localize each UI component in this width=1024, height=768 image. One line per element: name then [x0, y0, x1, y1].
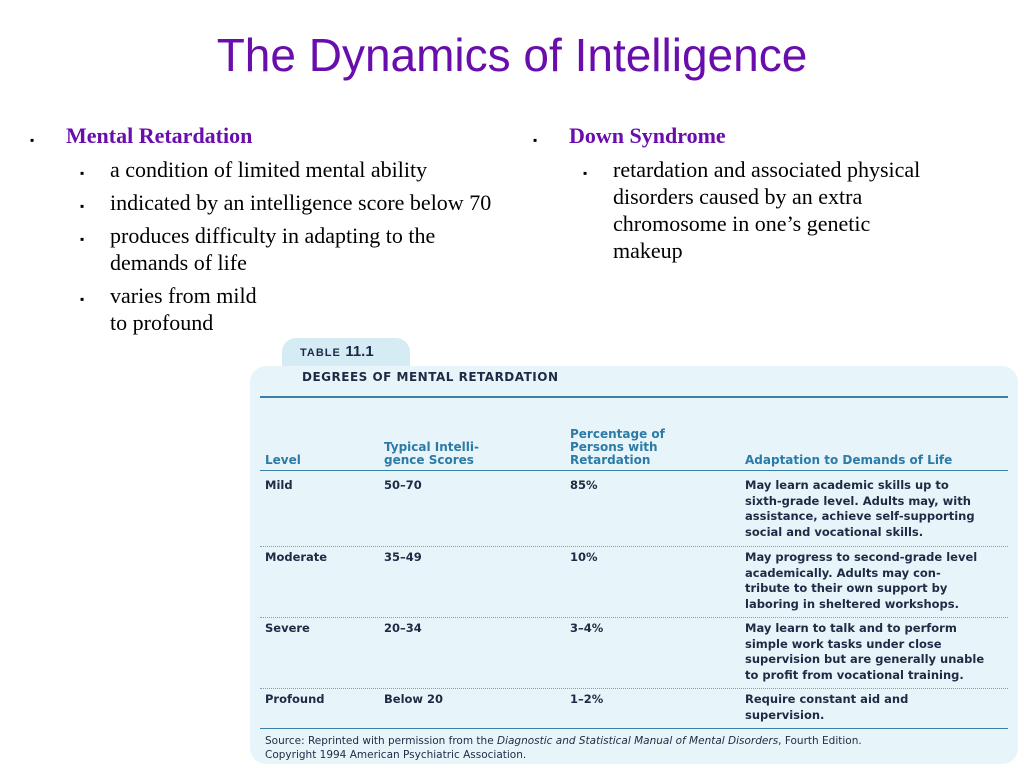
cell-adaptation: Require constant aid and supervision.	[745, 692, 909, 722]
bullet-square-icon: ▪	[80, 292, 85, 306]
left-column: ▪ Mental Retardation ▪ a condition of li…	[30, 122, 500, 342]
cell-percentage: 3–4%	[570, 621, 604, 635]
table-bottom-rule	[260, 728, 1008, 729]
table-label-number: 11.1	[345, 343, 374, 360]
cell-adaptation: May learn academic skills up to sixth-gr…	[745, 478, 975, 539]
cell-level: Profound	[265, 692, 325, 706]
column-header-adaptation: Adaptation to Demands of Life	[745, 453, 953, 467]
table-source-note: Source: Reprinted with permission from t…	[265, 734, 1005, 762]
bullet-square-icon: ▪	[30, 133, 35, 147]
bullet-square-icon: ▪	[80, 166, 85, 180]
source-prefix: Source: Reprinted with permission from t…	[265, 735, 497, 747]
left-sub-bullet-1: ▪ a condition of limited mental ability	[80, 156, 500, 183]
cell-level: Moderate	[265, 550, 328, 564]
column-header-percentage: Percentage of Persons with Retardation	[570, 427, 665, 467]
cell-scores: 35–49	[384, 550, 422, 564]
table-figure: TABLE 11.1 DEGREES OF MENTAL RETARDATION…	[250, 338, 1018, 764]
right-sub-bullet-1: ▪ retardation and associated physical di…	[583, 156, 943, 264]
cell-adaptation: May progress to second-grade level acade…	[745, 550, 978, 611]
left-heading: Mental Retardation	[66, 123, 253, 148]
cell-scores: 20–34	[384, 621, 422, 635]
row-divider	[260, 546, 1008, 547]
left-sub-bullet-2: ▪ indicated by an intelligence score bel…	[80, 189, 500, 216]
source-copyright: Copyright 1994 American Psychiatric Asso…	[265, 749, 527, 761]
bullet-text: indicated by an intelligence score below…	[110, 190, 492, 215]
left-sub-bullet-3: ▪ produces difficulty in adapting to the…	[80, 222, 500, 276]
cell-scores: Below 20	[384, 692, 444, 706]
bullet-text: produces difficulty in adapting to the d…	[110, 223, 436, 275]
right-column: ▪ Down Syndrome ▪ retardation and associ…	[533, 122, 973, 270]
bullet-text: a condition of limited mental ability	[110, 157, 428, 182]
cell-percentage: 10%	[570, 550, 598, 564]
cell-scores: 50–70	[384, 478, 422, 492]
table-panel: DEGREES OF MENTAL RETARDATION Level Typi…	[250, 366, 1018, 764]
cell-adaptation: May learn to talk and to perform simple …	[745, 621, 985, 682]
column-header-scores: Typical Intelli- gence Scores	[384, 440, 479, 467]
bullet-square-icon: ▪	[80, 232, 85, 246]
left-main-bullet: ▪ Mental Retardation	[30, 122, 500, 150]
row-divider	[260, 617, 1008, 618]
bullet-text: retardation and associated physical diso…	[613, 157, 921, 263]
table-label-word: TABLE	[300, 347, 341, 359]
table-heading: DEGREES OF MENTAL RETARDATION	[302, 370, 559, 384]
bullet-square-icon: ▪	[583, 166, 588, 180]
bullet-square-icon: ▪	[533, 133, 538, 147]
cell-percentage: 85%	[570, 478, 598, 492]
column-header-level: Level	[265, 453, 301, 467]
source-title: Diagnostic and Statistical Manual of Men…	[497, 735, 779, 747]
cell-level: Severe	[265, 621, 310, 635]
left-sub-bullets: ▪ a condition of limited mental ability …	[80, 156, 500, 336]
table-header-rule	[260, 470, 1008, 471]
bullet-text: varies from mild to profound	[110, 283, 257, 335]
source-suffix: , Fourth Edition.	[778, 735, 862, 747]
row-divider	[260, 688, 1008, 689]
table-top-rule	[260, 396, 1008, 398]
cell-level: Mild	[265, 478, 293, 492]
right-sub-bullets: ▪ retardation and associated physical di…	[583, 156, 973, 264]
slide-title: The Dynamics of Intelligence	[216, 29, 808, 81]
left-sub-bullet-4: ▪ varies from mild to profound	[80, 282, 260, 336]
bullet-square-icon: ▪	[80, 199, 85, 213]
table-number-tab: TABLE 11.1	[282, 338, 410, 370]
right-heading: Down Syndrome	[569, 123, 726, 148]
cell-percentage: 1–2%	[570, 692, 604, 706]
right-main-bullet: ▪ Down Syndrome	[533, 122, 973, 150]
